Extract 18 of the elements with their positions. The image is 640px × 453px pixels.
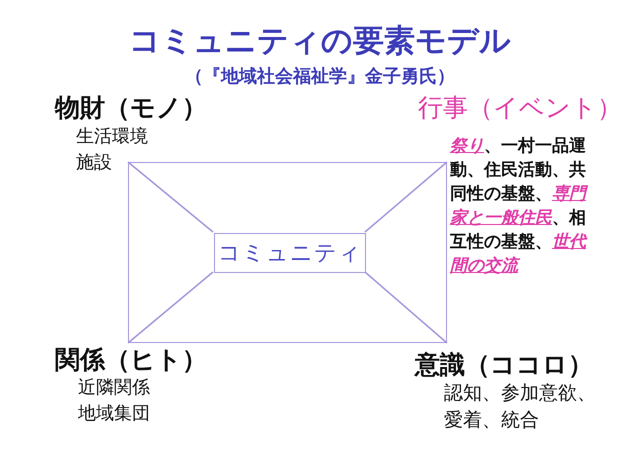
item-text: 地域集団 (78, 402, 150, 425)
category-heading: 行事（イベント） (418, 92, 622, 124)
frame-box (128, 162, 447, 343)
description-text: 認知、参加意欲、愛着、統合 (444, 381, 597, 433)
connector-line (364, 271, 448, 344)
description-text: 祭り、一村一品運動、住民活動、共同性の基盤、専門家と一般住民、相互性の基盤、世代間の交流 (450, 135, 589, 278)
category-heading: 物財（モノ） (55, 92, 207, 124)
center-box: コミュニティ (214, 233, 366, 273)
category-heading: 意識（ココロ） (415, 349, 593, 381)
subtitle: （『地域社会福祉学』金子勇氏） (184, 65, 456, 88)
item-text: 生活環境 (76, 125, 148, 148)
connector-line (364, 161, 448, 233)
title: コミュニティの要素モデル (128, 22, 512, 61)
item-text: 施設 (76, 151, 112, 174)
connector-line (128, 271, 214, 344)
connector-line (128, 161, 214, 233)
item-text: 近隣関係 (78, 376, 150, 399)
category-heading: 関係（ヒト） (55, 344, 207, 376)
